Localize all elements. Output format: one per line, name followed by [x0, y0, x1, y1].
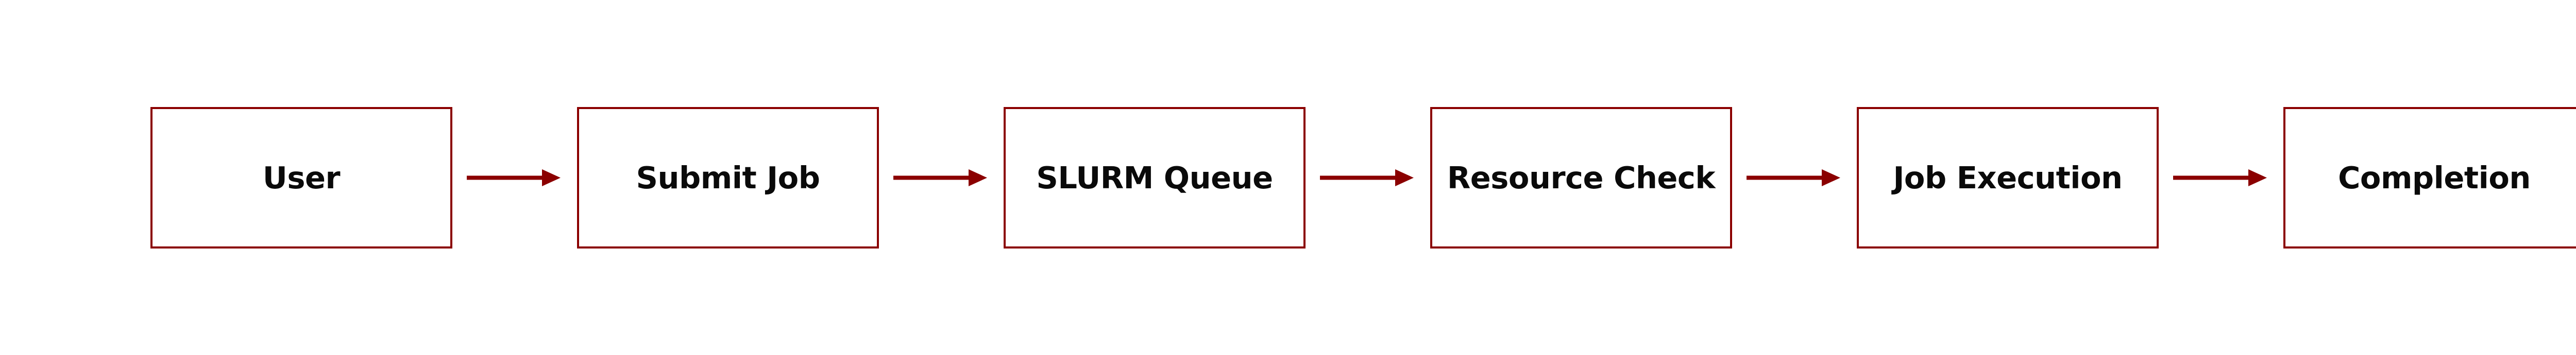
- node-label: Submit Job: [636, 159, 820, 196]
- arrow-right-icon: [893, 169, 987, 186]
- arrow-submit-job-to-slurm-queue: [879, 107, 1004, 248]
- arrow-job-execution-to-completion: [2159, 107, 2283, 248]
- arrow-right-icon: [1747, 169, 1840, 186]
- arrow-resource-check-to-job-execution: [1732, 107, 1857, 248]
- node-label: Resource Check: [1447, 159, 1716, 196]
- arrow-right-icon: [1320, 169, 1414, 186]
- arrow-slurm-queue-to-resource-check: [1306, 107, 1430, 248]
- node-job-execution[interactable]: Job Execution: [1857, 106, 2159, 248]
- node-label: SLURM Queue: [1036, 159, 1273, 196]
- arrow-right-icon: [2173, 169, 2267, 186]
- arrow-user-to-submit-job: [452, 107, 577, 248]
- node-slurm-queue[interactable]: SLURM Queue: [1004, 106, 1306, 248]
- node-resource-check[interactable]: Resource Check: [1430, 106, 1732, 248]
- arrow-right-icon: [467, 169, 561, 186]
- node-label: User: [262, 159, 341, 196]
- node-completion[interactable]: Completion: [2283, 106, 2576, 248]
- node-label: Completion: [2338, 159, 2531, 196]
- node-user[interactable]: User: [150, 106, 452, 248]
- node-submit-job[interactable]: Submit Job: [577, 106, 879, 248]
- node-label: Job Execution: [1893, 159, 2123, 196]
